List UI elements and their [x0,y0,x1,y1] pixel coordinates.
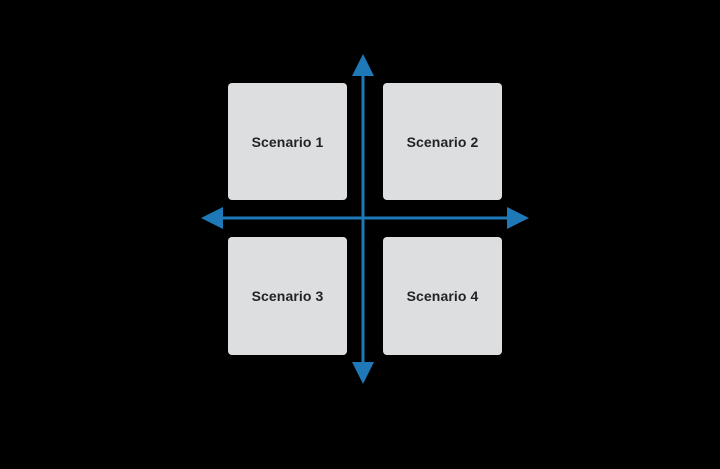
quadrant-label: Scenario 2 [406,133,479,150]
arrowhead-up-icon [352,54,374,76]
quadrant-scenario-4: Scenario 4 [383,237,502,355]
quadrant-label: Scenario 1 [251,133,324,150]
quadrant-label: Scenario 4 [406,288,479,304]
quadrant-scenario-1: Scenario 1 [228,83,347,200]
quadrant-label: Scenario 3 [251,288,324,304]
quadrant-scenario-3: Scenario 3 [228,237,347,355]
horizontal-axis-arrow [201,207,529,229]
arrowhead-left-icon [201,207,223,229]
vertical-axis-arrow [352,54,374,384]
quadrant-scenario-2: Scenario 2 [383,83,502,200]
arrowhead-right-icon [507,207,529,229]
arrowhead-down-icon [352,362,374,384]
